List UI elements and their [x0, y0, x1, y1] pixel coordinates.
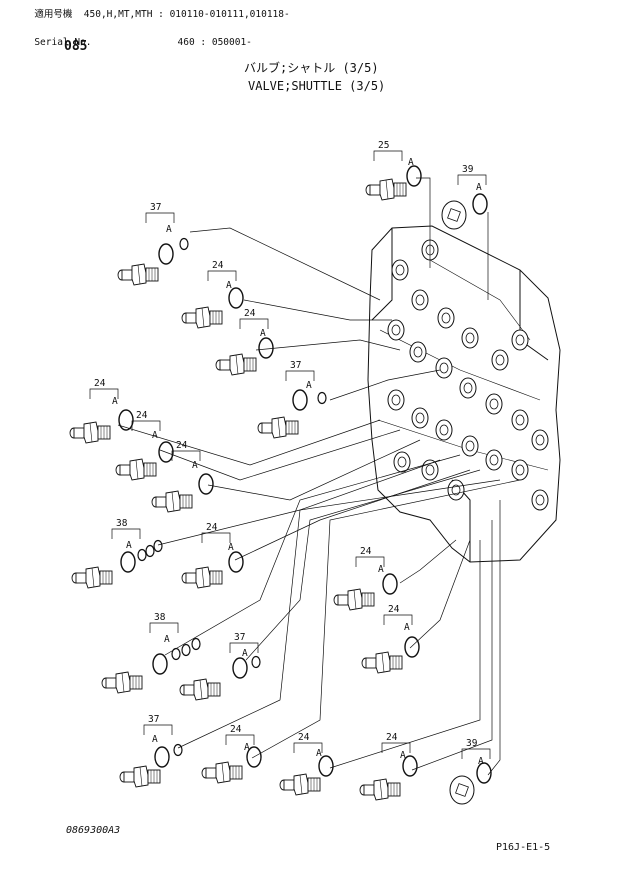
applicable-model-value: 450,H,MT,MTH : 010110-010111,010118-	[83, 8, 290, 20]
title-japanese: バルブ;シャトル (3/5)	[244, 61, 379, 75]
applicability-block: 適用号機 450,H,MT,MTH : 010110-010111,010118…	[0, 0, 620, 57]
fittings	[69, 178, 407, 801]
drawing-number: 0869300A3	[66, 825, 121, 836]
serial-label: Serial No.	[34, 37, 92, 48]
serial-value: 460 : 050001-	[177, 37, 252, 48]
applicable-model-label: 適用号機	[34, 8, 73, 20]
leader-lines	[117, 177, 521, 776]
title-english: VALVE;SHUTTLE (3/5)	[248, 79, 386, 93]
page-number: 085	[64, 39, 88, 54]
page-code: P16J-E1-5	[496, 842, 551, 853]
